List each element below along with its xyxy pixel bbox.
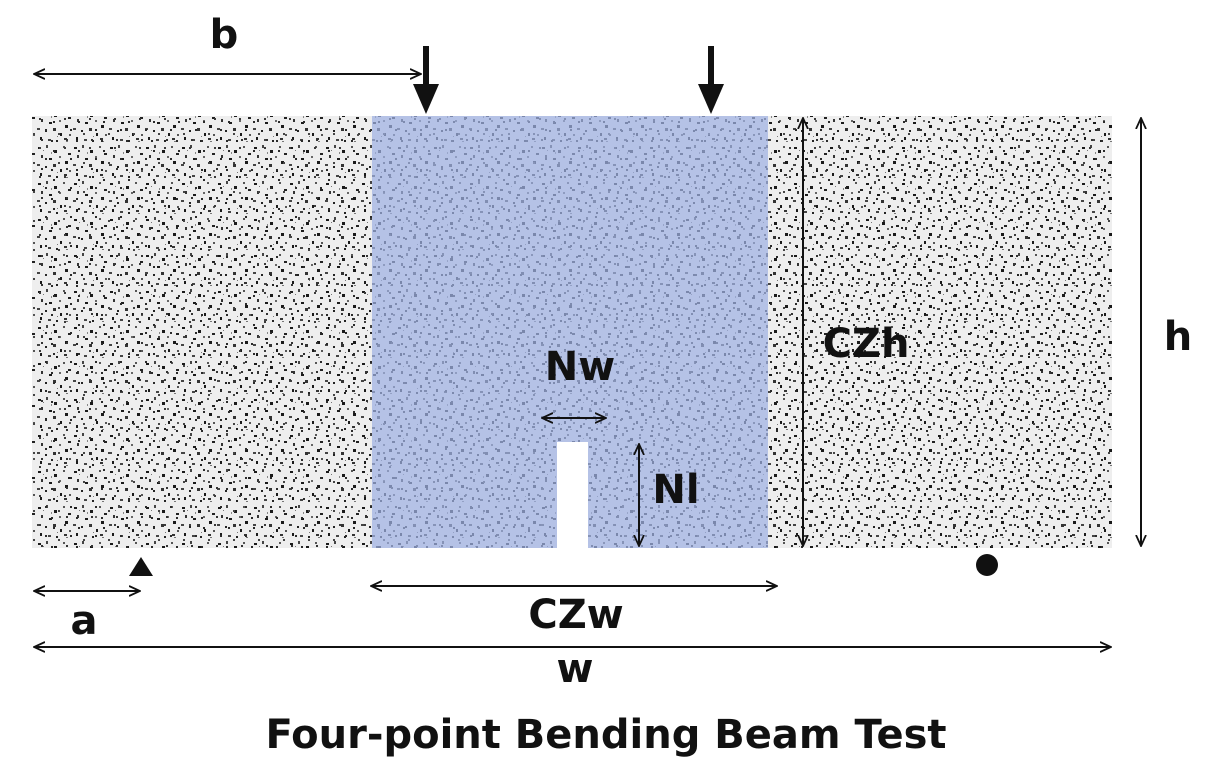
label-czh: CZh — [823, 321, 910, 367]
label-nl: Nl — [652, 467, 699, 513]
roller-support-icon — [976, 554, 998, 576]
label-b: b — [210, 12, 239, 58]
label-w: w — [557, 646, 594, 692]
notch — [557, 442, 588, 548]
triangle-support-icon — [129, 557, 153, 576]
label-h: h — [1164, 314, 1192, 360]
load-arrow-left — [413, 46, 439, 114]
figure-title: Four-point Bending Beam Test — [265, 712, 947, 758]
label-czw: CZw — [528, 592, 623, 638]
load-arrow-right — [698, 46, 724, 114]
label-a: a — [71, 598, 98, 644]
label-nw: Nw — [545, 344, 615, 390]
